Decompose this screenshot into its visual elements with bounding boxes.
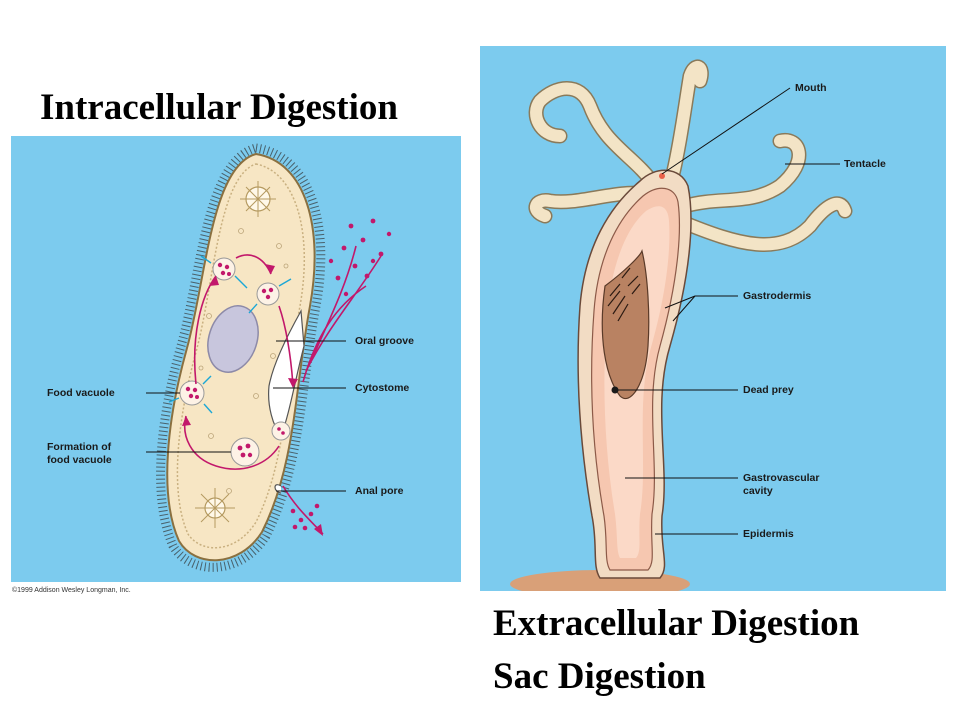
mouth-opening [659, 173, 665, 179]
leader-lines [618, 87, 840, 535]
extracellular-digestion-title: Extracellular Digestion [493, 603, 860, 644]
label-formation-line2: food vacuole [47, 454, 112, 466]
intracellular-digestion-title: Intracellular Digestion [40, 87, 398, 128]
prey-particle [611, 386, 619, 394]
hydra-illustration [510, 59, 853, 591]
cyclosis-arrowheads [182, 264, 323, 536]
enzyme-arrows [168, 255, 292, 414]
contractile-vacuole-bottom [195, 488, 235, 528]
macronucleus [207, 305, 259, 373]
label-tentacle: Tentacle [844, 158, 886, 170]
sac-digestion-title: Sac Digestion [493, 656, 706, 697]
paramecium-diagram-panel: Oral groove Food vacuole Cytostome Forma… [11, 136, 461, 582]
label-oral-groove: Oral groove [355, 335, 414, 347]
copyright-notice: ©1999 Addison Wesley Longman, Inc. [12, 587, 131, 594]
cytoplasm-granules [198, 228, 289, 494]
label-epidermis: Epidermis [743, 528, 794, 540]
label-food-vacuole: Food vacuole [47, 387, 115, 399]
label-gastrovascular-line1: Gastrovascular [743, 472, 820, 484]
label-gastrodermis: Gastrodermis [743, 290, 812, 302]
prey-appendages [607, 267, 641, 322]
contractile-vacuole-top [240, 181, 276, 217]
hydra-diagram-panel: Mouth Tentacle Gastrodermis Dead prey Ga… [480, 46, 946, 591]
leader-lines [146, 340, 346, 492]
label-formation-line1: Formation of [47, 441, 112, 453]
label-anal-pore: Anal pore [355, 485, 404, 497]
label-dead-prey: Dead prey [743, 384, 794, 396]
label-gastrovascular-line2: cavity [743, 485, 773, 497]
label-cytostome: Cytostome [355, 382, 410, 394]
label-mouth: Mouth [795, 82, 827, 94]
cilia [156, 143, 326, 572]
pellicle [176, 163, 306, 549]
paramecium-illustration [146, 143, 392, 572]
